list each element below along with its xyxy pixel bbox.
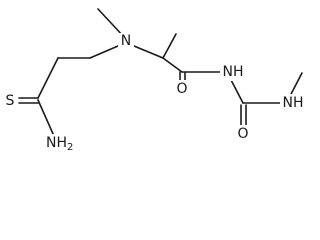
amine-nh2-atom-label: NH2	[46, 135, 73, 153]
bonds	[18, 8, 303, 137]
bond-calpha-methyl	[162, 33, 177, 59]
chemical-structure: S NH2 N O NH O NH	[3, 8, 306, 153]
bond-n-calpha	[133, 45, 164, 59]
sulfur-atom-label: S	[6, 93, 15, 109]
bond-c-nh2	[37, 99, 55, 137]
urea-oxygen-atom-label: O	[237, 126, 248, 142]
amide-oxygen-atom-label: O	[176, 81, 187, 97]
bond-n-ch2	[89, 45, 119, 59]
imide-nh-atom-label: NH	[223, 64, 244, 80]
atom-labels: S NH2 N O NH O NH	[3, 33, 306, 153]
tertiary-nitrogen-atom-label: N	[121, 33, 131, 49]
bond-ch2-cthio	[37, 57, 59, 99]
bond-nh-methyl	[289, 72, 303, 97]
urea-nh-atom-label: NH	[283, 95, 304, 111]
bond-nh-curea	[229, 77, 244, 104]
bond-calpha-camide	[162, 57, 183, 73]
